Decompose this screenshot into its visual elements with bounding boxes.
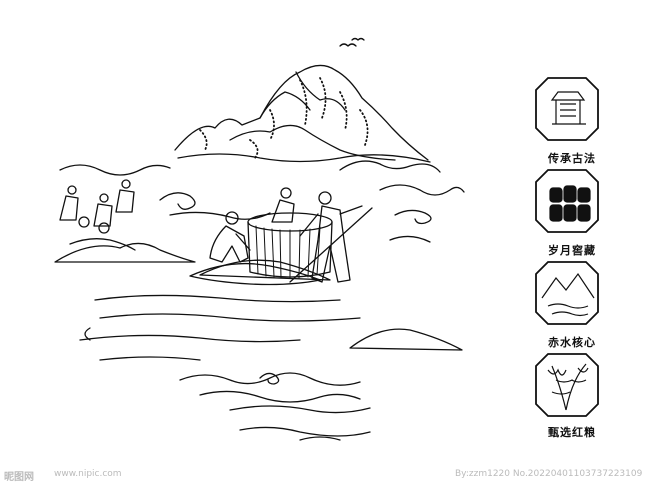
birds (339, 37, 365, 47)
worker-shoveling (209, 211, 251, 263)
worker-with-rake (289, 191, 373, 283)
badge-frame-1 (535, 77, 599, 141)
badge-frames (535, 77, 599, 417)
sorghum-icon (547, 363, 589, 411)
badge-frame-2 (535, 169, 599, 233)
watermark-credit: By:zzm1220 No.20220401103737223109 (455, 469, 643, 479)
pavilion-icon (550, 91, 586, 125)
badge-label-cellar: 岁月窖藏 (548, 244, 596, 257)
hill-mounds (54, 242, 463, 351)
mountain-river-icon (541, 272, 595, 317)
mountain-range (174, 64, 431, 163)
worker-at-vat (271, 187, 295, 223)
cloud-swirls (59, 160, 465, 441)
watermark-site: www.nipic.com (54, 469, 122, 479)
watermark-logo: 昵图网 (4, 472, 34, 483)
badge-label-heritage: 传承古法 (548, 152, 596, 165)
badge-label-sorghum: 甄选红粮 (548, 426, 596, 439)
badge-label-chishui: 赤水核心 (548, 336, 596, 349)
badge-frame-3 (535, 261, 599, 325)
badge-frame-4 (535, 353, 599, 417)
grain-pile (189, 262, 321, 286)
river-lines (79, 294, 361, 361)
porters-group (59, 179, 136, 251)
wooden-vat (247, 212, 333, 279)
jars-icon (549, 185, 591, 222)
